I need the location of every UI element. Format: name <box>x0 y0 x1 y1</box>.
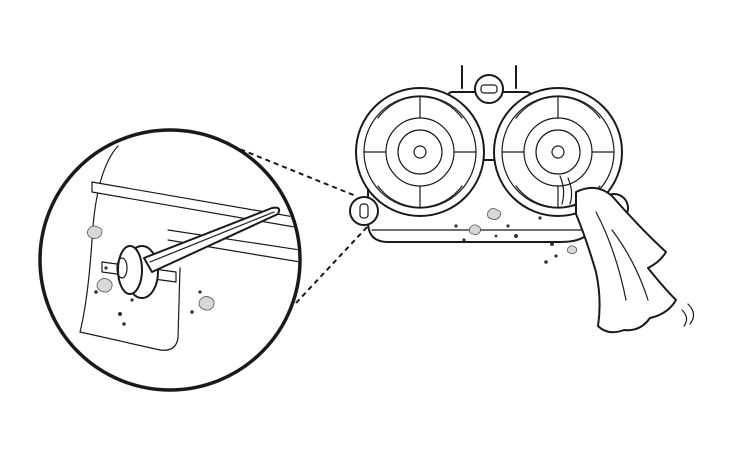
roller-wheel <box>116 245 159 299</box>
tweezers <box>143 206 281 273</box>
zoom-debris <box>87 225 215 326</box>
callout-connector-lines <box>231 145 369 304</box>
zoom-callout <box>38 128 302 392</box>
zoom-panel-edge <box>79 145 181 351</box>
cleaning-cloth <box>559 175 695 334</box>
floor-debris <box>454 208 578 264</box>
top-latch <box>474 74 504 104</box>
right-mop-pad <box>493 87 623 217</box>
mop-base-device <box>349 65 695 334</box>
left-sensor <box>349 196 379 226</box>
left-mop-pad <box>355 87 485 217</box>
